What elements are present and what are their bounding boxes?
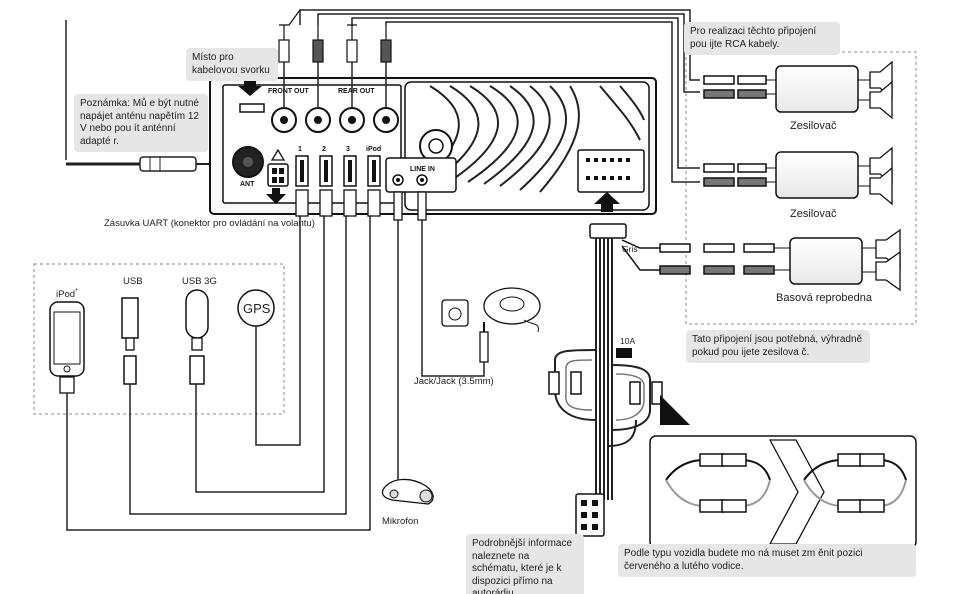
usb-port-1-label: 1 [298, 146, 302, 153]
microphone-label: Mikrofon [382, 516, 419, 527]
usb-label: USB [123, 276, 143, 287]
front-out-label: FRONT OUT [268, 88, 309, 95]
ipod-device [49, 301, 85, 394]
rear-out-label: REAR OUT [338, 88, 375, 95]
usb-port-ipod-label: iPod [366, 146, 382, 153]
note-amp-optional: Tato připojení jsou potřebná, výhradně p… [686, 330, 870, 363]
wire-detail-panel [649, 435, 917, 549]
note-rca: Pro realizaci těchto připojení pou ijte … [684, 22, 840, 55]
usb-port-3-label: 3 [346, 146, 350, 153]
subwoofer [621, 228, 901, 292]
amplifier-1 [703, 60, 893, 120]
rca-plugs-top [278, 9, 392, 63]
amplifier-2-label: Zesilovač [790, 208, 837, 220]
amplifier-2 [703, 146, 893, 206]
microphone-icon [381, 478, 434, 505]
ipod-footnote-mark: * [75, 288, 78, 295]
line-in-label: LINE IN [410, 166, 435, 173]
note-wire-position: Podle typu vozidla budete mo ná muset zm… [618, 544, 916, 577]
amplifier-1-label: Zesilovač [790, 120, 837, 132]
mp3-player [441, 299, 469, 327]
note-antenna: Poznámka: Mů e být nutné napájet anténu … [74, 94, 208, 152]
jack-label: Jack/Jack (3.5mm) [414, 376, 494, 387]
uart-label: Zásuvka UART (konektor pro ovládání na v… [104, 218, 315, 229]
usb-plugs [295, 189, 427, 221]
usb-stick [121, 297, 139, 385]
ipod-label-text: iPod [56, 289, 76, 301]
gps-label: GPS [243, 301, 271, 316]
subwoofer-label: Basová reprobedna [776, 292, 873, 304]
usb-3g-label: USB 3G [182, 276, 217, 287]
usb-3g-dongle [185, 289, 209, 385]
note-schema: Podrobnější informace naleznete na schém… [466, 534, 584, 594]
usb-port-2-label: 2 [322, 146, 326, 153]
device-cables [66, 192, 485, 531]
gps-antenna [237, 210, 301, 446]
gris-label: Gris [622, 244, 638, 254]
jack-plug [479, 322, 489, 363]
fuse-label: 10A [620, 336, 636, 346]
head-unit [209, 77, 657, 215]
ant-label: ANT [240, 181, 255, 188]
wiring-harness [548, 223, 690, 537]
note-cable-clamp: Místo pro kabelovou svorku [186, 48, 278, 81]
cd-player [483, 287, 541, 333]
ipod-label: iPod* [56, 288, 78, 300]
antenna-icon [65, 20, 226, 172]
